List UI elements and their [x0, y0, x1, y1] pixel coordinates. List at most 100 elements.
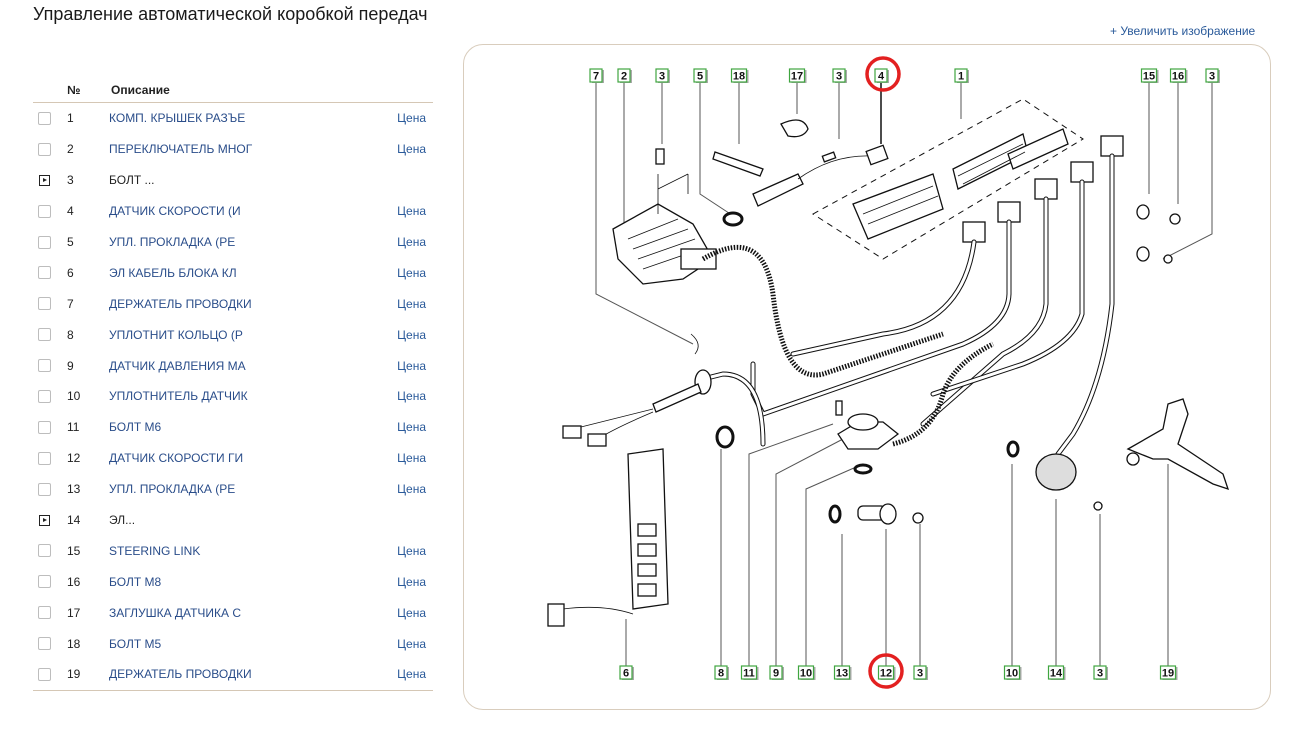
price-link[interactable]: Цена [397, 574, 426, 589]
callout-5[interactable]: 5 [693, 68, 708, 83]
row-description-link[interactable]: ДАТЧИК ДАВЛЕНИЯ МА [109, 358, 246, 373]
callout-label: 19 [1162, 668, 1174, 680]
row-checkbox[interactable] [38, 204, 51, 218]
row-checkbox[interactable] [38, 297, 51, 311]
expand-toggle-icon[interactable] [39, 174, 50, 186]
table-divider [33, 689, 433, 691]
price-link[interactable]: Цена [397, 296, 426, 311]
highlight-circle-12 [868, 653, 904, 689]
shift-switch-part [612, 148, 717, 285]
callout-16[interactable]: 16 [1169, 68, 1188, 83]
row-description-link[interactable]: ЭЛ... [109, 513, 136, 528]
callout-1[interactable]: 1 [954, 68, 969, 83]
callout-label: 9 [773, 668, 779, 680]
bottom-callouts: 6 8 11 9 10 13 12 3 10 14 3 19 [619, 665, 1178, 680]
price-link[interactable]: Цена [397, 358, 426, 373]
row-description-link[interactable]: БОЛТ М6 [109, 420, 162, 435]
callout-10[interactable]: 10 [797, 665, 816, 680]
row-description-link[interactable]: ЭЛ КАБЕЛЬ БЛОКА КЛ [109, 265, 237, 280]
price-link[interactable]: Цена [397, 204, 426, 219]
callout-19[interactable]: 19 [1159, 665, 1178, 680]
callout-label: 2 [621, 71, 627, 83]
price-link[interactable]: Цена [397, 389, 426, 404]
price-link[interactable]: Цена [397, 142, 426, 157]
row-checkbox[interactable] [38, 575, 51, 589]
price-link[interactable]: Цена [397, 543, 426, 558]
price-link[interactable]: Цена [397, 111, 426, 126]
row-description-link[interactable]: ДАТЧИК СКОРОСТИ ГИ [109, 451, 244, 466]
row-description-link[interactable]: ПЕРЕКЛЮЧАТЕЛЬ МНОГ [109, 142, 253, 157]
callout-3[interactable]: 3 [832, 68, 847, 83]
row-number: 5 [67, 235, 74, 249]
callout-label: 16 [1172, 71, 1184, 83]
callout-18[interactable]: 18 [730, 68, 749, 83]
row-description-link[interactable]: УПЛОТНИТ КОЛЬЦО (Р [109, 327, 243, 342]
expand-toggle-icon[interactable] [39, 514, 50, 526]
row-description-link[interactable]: УПЛ. ПРОКЛАДКА (РЕ [109, 235, 236, 249]
row-checkbox[interactable] [38, 606, 51, 620]
row-description-link[interactable]: КОМП. КРЫШЕК РАЗЪЕ [109, 111, 246, 126]
callout-9[interactable]: 9 [769, 665, 784, 680]
callout-label: 13 [836, 668, 848, 680]
row-description-link[interactable]: УПЛ. ПРОКЛАДКА (РЕ [109, 482, 236, 497]
price-link[interactable]: Цена [397, 451, 426, 466]
callout-3[interactable]: 3 [1205, 68, 1220, 83]
callout-11[interactable]: 11 [740, 665, 759, 680]
price-link[interactable]: Цена [397, 235, 426, 249]
row-checkbox[interactable] [38, 111, 51, 125]
price-link[interactable]: Цена [397, 265, 426, 280]
price-link[interactable]: Цена [397, 327, 426, 342]
callout-14[interactable]: 14 [1047, 665, 1066, 680]
callout-17[interactable]: 17 [788, 68, 807, 83]
row-checkbox[interactable] [38, 451, 51, 465]
price-link[interactable]: Цена [397, 636, 426, 651]
callout-8[interactable]: 8 [714, 665, 729, 680]
callout-13[interactable]: 13 [833, 665, 852, 680]
callout-2[interactable]: 2 [617, 68, 632, 83]
row-description-link[interactable]: УПЛОТНИТЕЛЬ ДАТЧИК [109, 389, 248, 404]
row-description-link[interactable]: ДЕРЖАТЕЛЬ ПРОВОДКИ [109, 296, 252, 311]
price-link[interactable]: Цена [397, 482, 426, 497]
callout-6[interactable]: 6 [619, 665, 634, 680]
row-description-link[interactable]: STEERING LINK [109, 543, 201, 558]
row-checkbox[interactable] [38, 482, 51, 496]
callout-3[interactable]: 3 [913, 665, 928, 680]
row-checkbox[interactable] [38, 359, 51, 373]
enlarge-image-link[interactable]: + Увеличить изображение [1110, 24, 1256, 38]
callout-12[interactable]: 12 [877, 665, 896, 680]
row-checkbox[interactable] [38, 544, 51, 558]
row-checkbox[interactable] [38, 667, 51, 681]
row-description-link[interactable]: ДАТЧИК СКОРОСТИ (И [109, 204, 241, 219]
row-checkbox[interactable] [38, 142, 51, 156]
price-link[interactable]: Цена [397, 420, 426, 435]
row-checkbox[interactable] [38, 420, 51, 434]
row-checkbox[interactable] [38, 637, 51, 651]
price-link[interactable]: Цена [397, 667, 426, 682]
row-checkbox[interactable] [38, 389, 51, 403]
callout-7[interactable]: 7 [589, 68, 604, 83]
row-description-link[interactable]: ДЕРЖАТЕЛЬ ПРОВОДКИ [109, 667, 252, 682]
pressure-sensor-part [828, 400, 1103, 525]
callout-4[interactable]: 4 [874, 68, 889, 83]
row-description-link[interactable]: БОЛТ М8 [109, 574, 162, 589]
row-checkbox[interactable] [38, 235, 51, 249]
callout-10[interactable]: 10 [1003, 665, 1022, 680]
price-link[interactable]: Цена [397, 605, 426, 620]
row-checkbox[interactable] [38, 266, 51, 280]
callout-15[interactable]: 15 [1140, 68, 1159, 83]
row-description-link[interactable]: БОЛТ М5 [109, 636, 162, 651]
row-checkbox[interactable] [38, 328, 51, 342]
row-description-link[interactable]: ЗАГЛУШКА ДАТЧИКА С [109, 605, 242, 620]
row-description-link[interactable]: БОЛТ ... [109, 173, 155, 188]
callout-label: 14 [1050, 668, 1063, 680]
callout-3[interactable]: 3 [655, 68, 670, 83]
connector-cover-part [812, 98, 1084, 260]
callout-3[interactable]: 3 [1093, 665, 1108, 680]
